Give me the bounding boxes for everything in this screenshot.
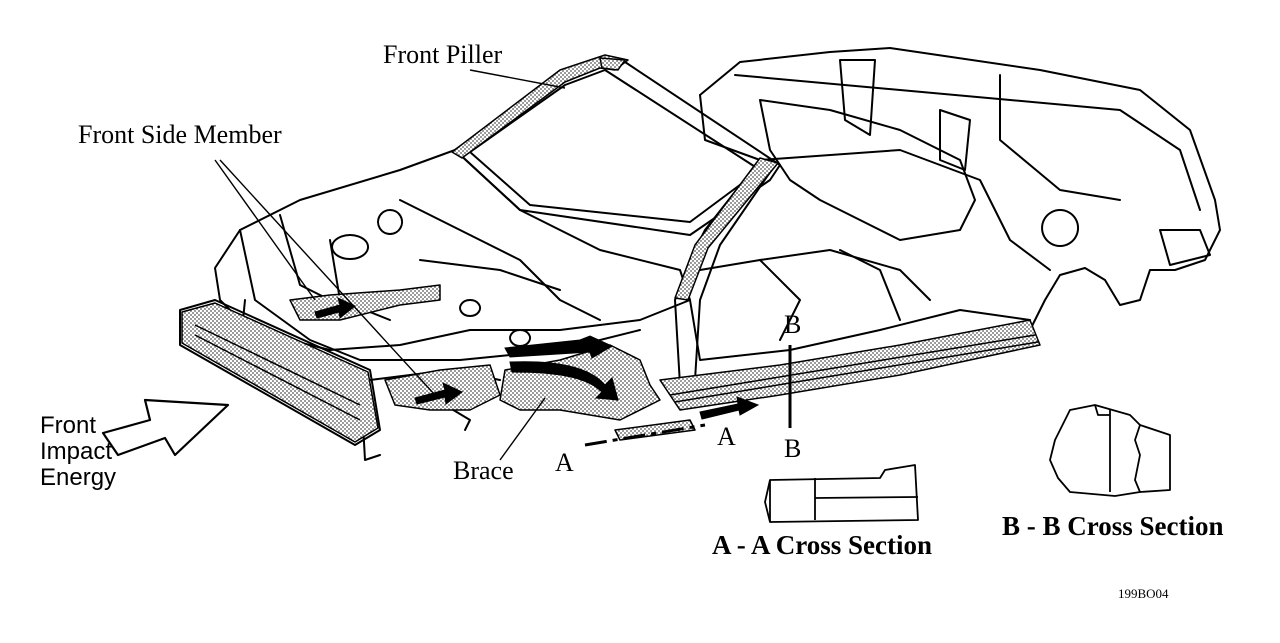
label-front-impact-energy-line-2: Impact bbox=[40, 438, 113, 465]
energy-arrow-4 bbox=[509, 361, 619, 401]
rear-body-outline bbox=[699, 47, 1221, 331]
aa-section-sketch bbox=[764, 464, 919, 523]
leader-side-member-1 bbox=[214, 159, 316, 301]
front-side-member-right bbox=[384, 364, 501, 411]
label-brace: Brace bbox=[453, 456, 514, 485]
leader-brace bbox=[499, 397, 546, 461]
label-section-a-start: A bbox=[555, 448, 574, 477]
label-bb-cross-section: B - B Cross Section bbox=[1002, 511, 1224, 541]
energy-arrow-2 bbox=[414, 382, 463, 405]
bumper-hatched bbox=[181, 302, 379, 443]
front-body-outline bbox=[214, 149, 691, 351]
bumper-outline bbox=[179, 299, 381, 446]
label-front-impact-energy: Front Impact Energy bbox=[40, 414, 116, 490]
label-section-a-end: A bbox=[717, 422, 736, 451]
leader-side-member-2 bbox=[219, 159, 436, 396]
label-section-b-bottom: B bbox=[784, 434, 802, 463]
leader-front-piller bbox=[469, 69, 566, 89]
label-aa-cross-section: A - A Cross Section bbox=[712, 530, 933, 560]
figure-code: 199BO04 bbox=[1118, 586, 1169, 601]
front-impact-arrow bbox=[101, 398, 230, 457]
energy-arrow-1 bbox=[314, 297, 356, 319]
energy-arrow-3 bbox=[504, 335, 614, 359]
label-front-impact-energy-line-1: Front bbox=[40, 412, 97, 439]
label-front-impact-energy-line-3: Energy bbox=[40, 464, 117, 491]
label-front-piller: Front Piller bbox=[383, 40, 503, 69]
section-line-a bbox=[584, 423, 706, 447]
bb-section-sketch bbox=[1049, 404, 1171, 497]
label-front-side-member: Front Side Member bbox=[78, 120, 282, 149]
energy-arrow-5 bbox=[699, 396, 760, 420]
label-section-b-top: B bbox=[784, 310, 802, 339]
